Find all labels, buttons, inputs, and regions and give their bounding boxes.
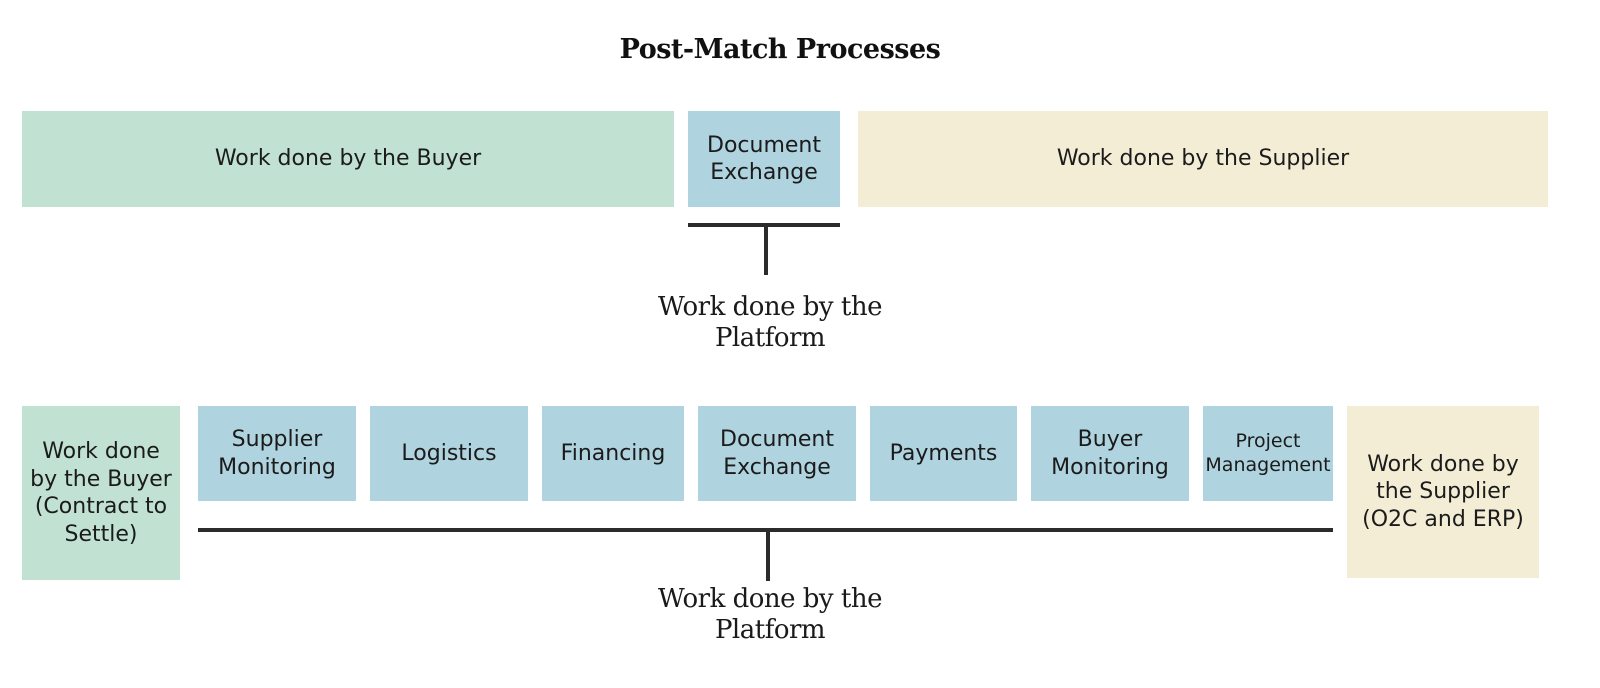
bottom-supplier-label: Work done by the Supplier (O2C and ERP) bbox=[1362, 451, 1524, 532]
top-platform-label: Work done by the Platform bbox=[658, 292, 882, 354]
platform-item-label: Supplier Monitoring bbox=[218, 427, 336, 480]
platform-item-document-exchange: Document Exchange bbox=[698, 406, 856, 501]
platform-item-project-management: Project Management bbox=[1203, 406, 1333, 501]
platform-item-label: Buyer Monitoring bbox=[1051, 427, 1169, 480]
bottom-buyer-box: Work done by the Buyer (Contract to Sett… bbox=[22, 406, 180, 580]
platform-item-label: Financing bbox=[560, 440, 666, 466]
platform-item-buyer-monitoring: Buyer Monitoring bbox=[1031, 406, 1189, 501]
platform-item-label: Logistics bbox=[401, 440, 497, 466]
top-document-exchange-label: Document Exchange bbox=[707, 132, 821, 186]
bottom-platform-bracket-horizontal bbox=[198, 528, 1333, 532]
bottom-buyer-label: Work done by the Buyer (Contract to Sett… bbox=[30, 439, 172, 547]
top-buyer-box: Work done by the Buyer bbox=[22, 111, 674, 207]
top-platform-bracket-stem bbox=[764, 223, 768, 275]
top-document-exchange-box: Document Exchange bbox=[688, 111, 840, 207]
top-buyer-label: Work done by the Buyer bbox=[214, 146, 482, 172]
bottom-platform-label: Work done by the Platform bbox=[658, 584, 882, 646]
bottom-supplier-box: Work done by the Supplier (O2C and ERP) bbox=[1347, 406, 1539, 578]
platform-item-logistics: Logistics bbox=[370, 406, 528, 501]
top-supplier-box: Work done by the Supplier bbox=[858, 111, 1548, 207]
platform-item-financing: Financing bbox=[542, 406, 684, 501]
platform-item-label: Project Management bbox=[1205, 429, 1331, 476]
platform-item-label: Payments bbox=[889, 440, 998, 466]
platform-item-payments: Payments bbox=[870, 406, 1017, 501]
platform-item-supplier-monitoring: Supplier Monitoring bbox=[198, 406, 356, 501]
bottom-platform-bracket-stem bbox=[766, 528, 770, 581]
diagram-title: Post-Match Processes bbox=[619, 34, 941, 65]
top-supplier-label: Work done by the Supplier bbox=[1056, 146, 1350, 172]
platform-item-label: Document Exchange bbox=[720, 427, 834, 480]
